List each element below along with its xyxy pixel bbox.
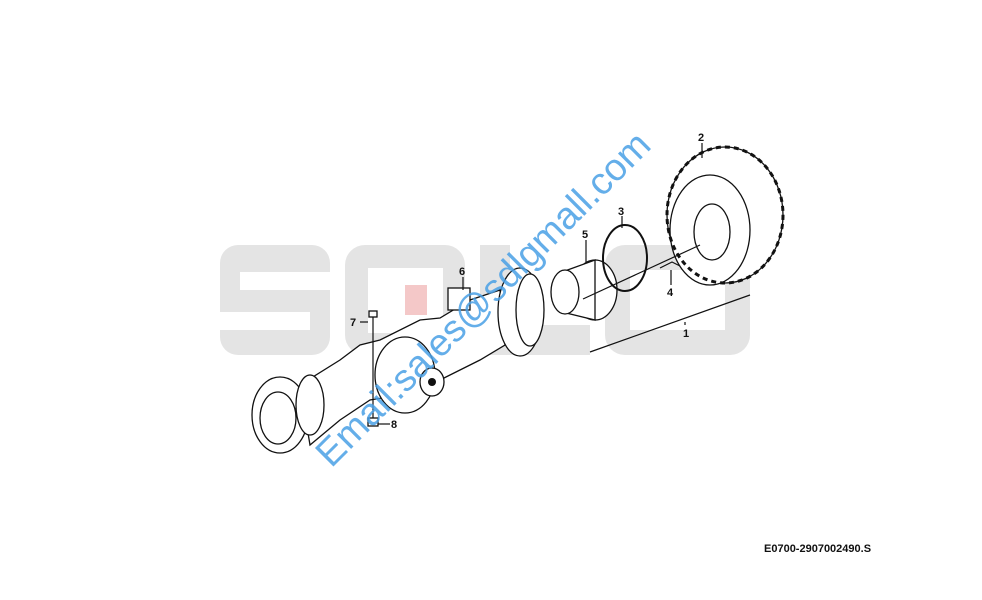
label-4: 4 [667, 287, 674, 299]
axle-housing [251, 267, 545, 454]
leader-lines [360, 143, 751, 425]
valve [659, 261, 681, 269]
label-8: 8 [391, 419, 397, 431]
nut [367, 417, 379, 427]
drawing-code: E0700-2907002490.S [764, 543, 872, 555]
bolt-head [368, 310, 378, 318]
callout-labels: 1 2 3 4 5 6 7 8 [350, 132, 704, 431]
label-5: 5 [582, 229, 588, 241]
o-ring [602, 224, 648, 292]
label-6: 6 [459, 266, 465, 278]
label-2: 2 [698, 132, 704, 144]
wheel-rim [550, 259, 618, 321]
tire [665, 145, 785, 286]
label-3: 3 [618, 206, 624, 218]
label-1: 1 [683, 328, 689, 340]
label-7: 7 [350, 317, 356, 329]
